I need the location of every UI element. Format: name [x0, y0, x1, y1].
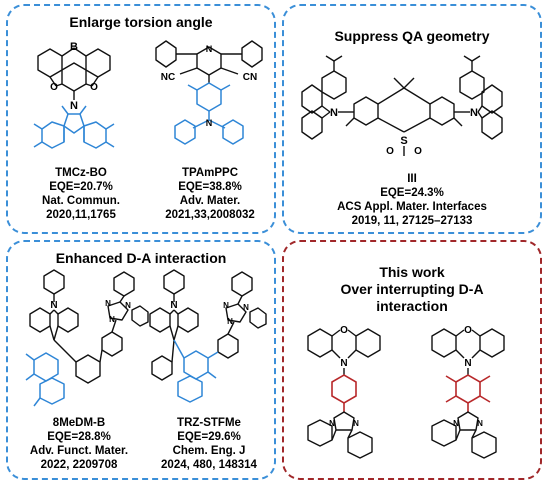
triazine-nitrogen: N: [125, 301, 131, 310]
journal-ref: 2021,33,2008032: [165, 209, 255, 221]
eqe-value: EQE=29.6%: [177, 431, 241, 443]
title-line: Over interrupting D-A: [340, 281, 484, 297]
trz-stfme-caption: TRZ-STFMe EQE=29.6% Chem. Eng. J 2024, 4…: [144, 416, 274, 472]
journal-name: ACS Appl. Mater. Interfaces: [337, 201, 487, 213]
oxygen-atom: O: [414, 146, 422, 157]
nitrogen-atom: N: [170, 300, 177, 311]
tmcz-bo-caption: TMCz-BO EQE=20.7% Nat. Commun. 2020,11,1…: [16, 166, 146, 222]
oxygen-atom: O: [386, 146, 394, 157]
oxygen-atom: O: [50, 82, 58, 93]
eqe-value: EQE=20.7%: [49, 181, 113, 193]
amine-nitrogen: N: [206, 118, 213, 128]
imidazole-nitrogen: N: [477, 419, 483, 428]
8medm-b-structure: N N N N: [25, 269, 149, 407]
compound-name: 8MeDM-B: [52, 417, 106, 429]
tmcz-bo-structure: B O O N: [33, 41, 115, 149]
trz-stfme-structure: N N N N: [149, 269, 267, 403]
triazine-nitrogen: N: [223, 301, 229, 310]
imidazole-nitrogen: N: [329, 419, 335, 428]
nitrogen-atom: N: [340, 358, 347, 369]
eqe-value: EQE=38.8%: [178, 181, 242, 193]
nitrogen-atom: N: [470, 107, 478, 119]
journal-name: Nat. Commun.: [42, 195, 120, 207]
triazine-nitrogen: N: [109, 315, 115, 324]
journal-name: Chem. Eng. J: [172, 445, 246, 457]
this-work-molecule-2: O N N N: [431, 325, 505, 459]
compound-name: TRZ-STFMe: [177, 417, 241, 429]
nitrogen-atom: N: [330, 107, 338, 119]
tpamppc-structure: N NC CN N: [155, 40, 263, 145]
triazine-nitrogen: N: [243, 303, 249, 312]
journal-name: Adv. Funct. Mater.: [29, 445, 129, 457]
title-line: This work: [379, 264, 445, 280]
pyridine-nitrogen: N: [206, 44, 213, 54]
compound-iii-structure: N N S O O: [301, 55, 503, 157]
nitrogen-atom: N: [464, 358, 471, 369]
eqe-value: EQE=28.8%: [47, 431, 111, 443]
nitrogen-atom: N: [50, 300, 57, 311]
compound-iii-caption: III EQE=24.3% ACS Appl. Mater. Interface…: [284, 172, 540, 228]
panel-suppress-qa-geometry: Suppress QA geometry N N: [282, 4, 542, 234]
panel-title: Suppress QA geometry: [334, 28, 490, 44]
nitrogen-atom: N: [70, 100, 78, 112]
cyano-group: CN: [243, 72, 257, 83]
imidazole-nitrogen: N: [453, 419, 459, 428]
tpamppc-caption: TPAmPPC EQE=38.8% Adv. Mater. 2021,33,20…: [146, 166, 274, 222]
panel-title: This work Over interrupting D-A interact…: [284, 264, 540, 315]
panel-this-work: This work Over interrupting D-A interact…: [282, 240, 542, 480]
compound-name: TMCz-BO: [55, 167, 107, 179]
sulfur-atom: S: [400, 135, 407, 147]
8medm-b-caption: 8MeDM-B EQE=28.8% Adv. Funct. Mater. 202…: [14, 416, 144, 472]
panel-title: Enlarge torsion angle: [69, 14, 213, 30]
compound-name: TPAmPPC: [181, 167, 239, 179]
journal-ref: 2019, 11, 27125–27133: [351, 215, 473, 227]
panel-enhanced-da-interaction: Enhanced D-A interaction N N N N: [6, 240, 276, 480]
journal-ref: 2022, 2209708: [40, 459, 118, 471]
journal-ref: 2024, 480, 148314: [161, 459, 257, 471]
oxygen-atom: O: [340, 325, 348, 336]
title-line: interaction: [376, 298, 448, 314]
panel-enlarge-torsion-angle: Enlarge torsion angle B O O N: [6, 4, 276, 234]
triazine-nitrogen: N: [105, 299, 111, 308]
journal-name: Adv. Mater.: [179, 195, 241, 207]
triazine-nitrogen: N: [227, 317, 233, 326]
cyano-group: NC: [161, 72, 175, 83]
eqe-value: EQE=24.3%: [380, 187, 444, 199]
panel-title: Enhanced D-A interaction: [55, 250, 227, 266]
oxygen-atom: O: [90, 82, 98, 93]
journal-ref: 2020,11,1765: [46, 209, 116, 221]
imidazole-nitrogen: N: [353, 419, 359, 428]
this-work-molecule-1: O N N N: [307, 325, 381, 459]
oxygen-atom: O: [464, 325, 472, 336]
compound-name: III: [407, 173, 417, 185]
boron-atom: B: [70, 41, 78, 53]
